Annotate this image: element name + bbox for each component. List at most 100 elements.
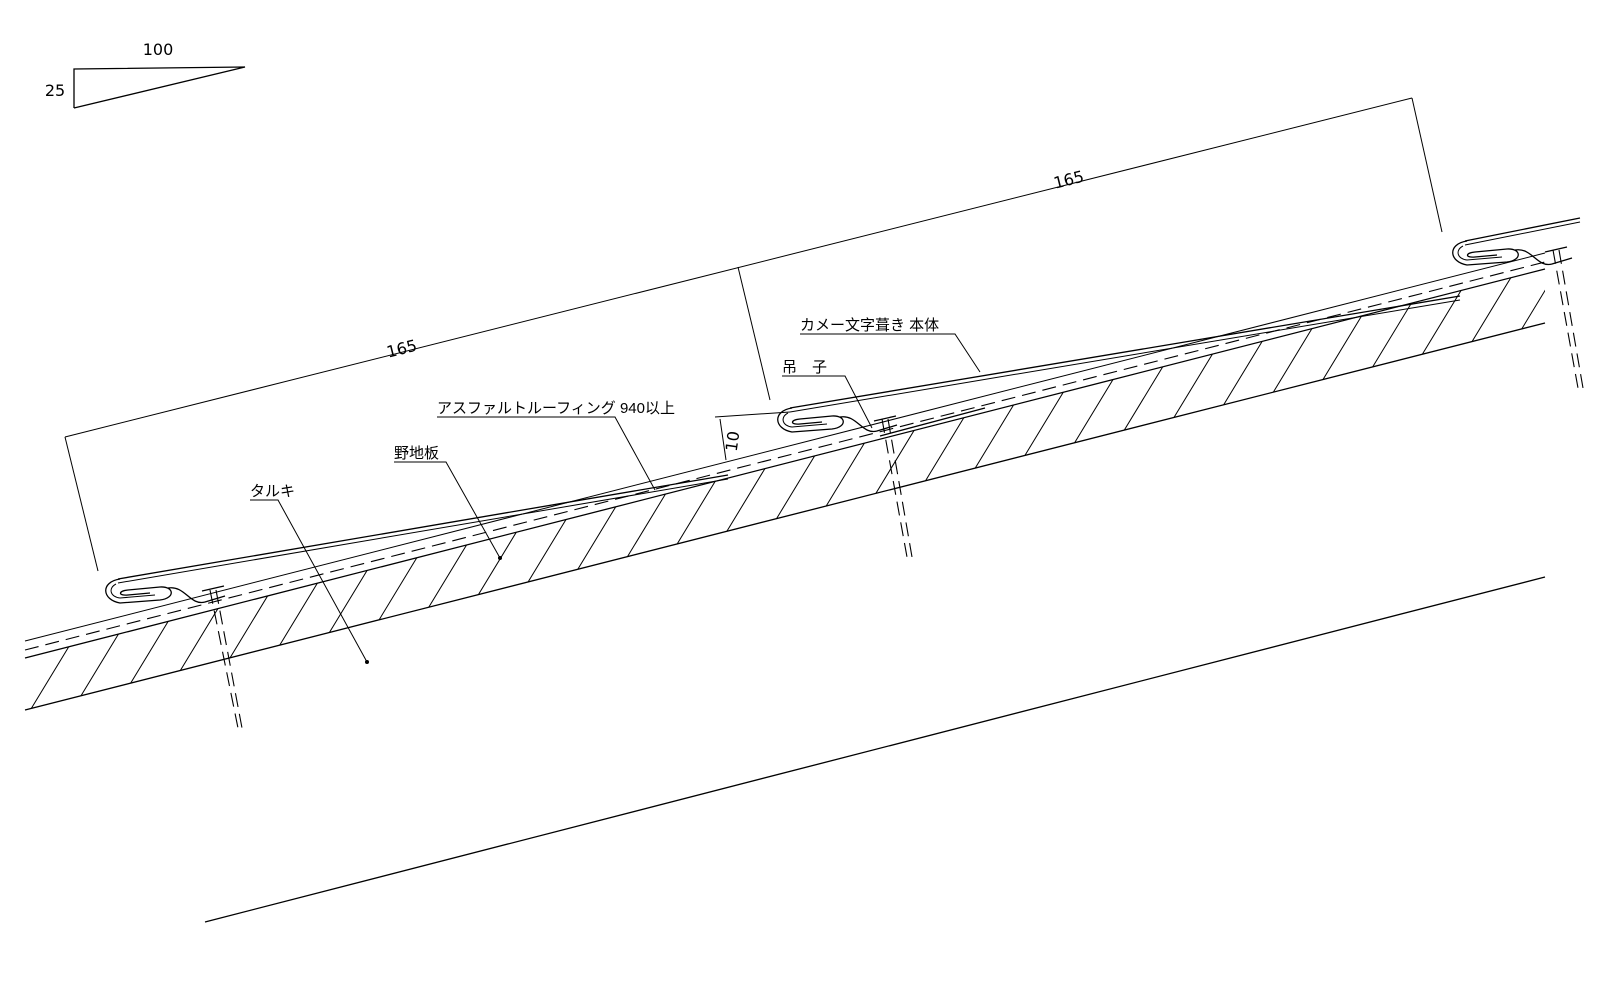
seam-hook <box>105 578 226 604</box>
panel-surface <box>117 474 729 580</box>
hatch-line <box>1217 269 1545 710</box>
hatch-line <box>545 269 887 710</box>
sheathing-leader <box>394 461 501 559</box>
pitch-left-label: 165 <box>385 336 419 362</box>
label-main-body: カメー文字葺き 本体 <box>800 317 981 373</box>
hatch-line <box>1554 200 1600 760</box>
panel-surface-inner <box>117 478 729 584</box>
rafter-label: タルキ <box>250 483 295 500</box>
hatch-line <box>713 269 1055 710</box>
hatch-line <box>755 269 1097 710</box>
nail-shaft <box>887 418 913 558</box>
hatch-line <box>209 269 551 710</box>
nail-right <box>1544 246 1584 389</box>
hatch-line <box>1469 269 1545 710</box>
dimension-lap: 10 <box>714 411 791 461</box>
lap-extension <box>714 411 791 418</box>
seam-hook <box>1452 240 1573 266</box>
sheathing-label: 野地板 <box>394 444 439 462</box>
slope-triangle <box>73 66 246 109</box>
hatch-line <box>83 269 425 710</box>
clip-leader <box>782 375 873 429</box>
sheathing-board <box>24 200 1600 760</box>
hatch-line <box>587 269 929 710</box>
slope-run-label: 100 <box>143 40 174 59</box>
hatch-line <box>251 269 593 710</box>
hatch-line <box>41 269 383 710</box>
roof-panel-middle <box>789 295 1461 437</box>
clip-label: 吊 子 <box>782 359 827 376</box>
rafter-leader <box>250 499 368 663</box>
seam-left <box>105 578 226 604</box>
label-roofing: アスファルトルーフィング 940以上 <box>437 400 675 491</box>
rafter-line <box>204 576 1546 923</box>
hatch-line <box>1091 269 1433 710</box>
roofing-underlay-top <box>24 252 1546 642</box>
hatch-line <box>1301 269 1545 710</box>
roof-panel-left <box>117 474 729 584</box>
extension-line-right <box>1411 97 1443 233</box>
hatch-line <box>461 269 803 710</box>
sheathing-leader-dot <box>498 556 502 560</box>
hatch-line <box>293 269 635 710</box>
nail-middle <box>873 415 913 558</box>
hatch-line <box>1007 269 1349 710</box>
hatch-line <box>167 269 509 710</box>
hatch-line <box>419 269 761 710</box>
hatch-line <box>881 269 1223 710</box>
lap-label: 10 <box>722 430 744 453</box>
nail-shaft <box>215 589 243 729</box>
roofing-label: アスファルトルーフィング 940以上 <box>437 400 675 417</box>
pitch-right-label: 165 <box>1052 167 1086 193</box>
hatch-line <box>1385 269 1545 710</box>
nail-head <box>201 585 225 592</box>
roofing-underlay-line <box>24 261 1546 651</box>
panel-surface <box>1464 217 1581 242</box>
hatch-line <box>1427 269 1545 710</box>
hatch-line <box>923 269 1265 710</box>
slope-indicator: 100 25 <box>45 40 246 109</box>
main-body-label: カメー文字葺き 本体 <box>800 317 939 334</box>
lap-dimension-line <box>719 418 727 461</box>
hatch-line <box>839 269 1181 710</box>
nail-head <box>873 415 897 422</box>
hatch-line <box>965 269 1307 710</box>
hatch-line <box>25 269 341 710</box>
label-rafter: タルキ <box>250 483 369 664</box>
slope-rise-label: 25 <box>45 81 65 100</box>
nail-left <box>201 585 243 729</box>
seam-middle <box>777 407 898 433</box>
roofing-leader <box>437 416 656 491</box>
label-clip: 吊 子 <box>782 359 873 429</box>
nail-head <box>1544 246 1568 253</box>
board-top-edge <box>24 268 1546 659</box>
seam-right <box>1452 240 1573 266</box>
rafter-leader-dot <box>365 660 369 664</box>
hatch-line <box>797 269 1139 710</box>
panel-surface-inner <box>1464 221 1581 246</box>
hatch-line <box>1511 269 1545 710</box>
seam-hook <box>777 407 898 433</box>
board-hatching <box>25 200 1600 760</box>
seam-hook-inner <box>110 583 156 599</box>
seam-hook-inner <box>782 412 828 428</box>
label-sheathing: 野地板 <box>394 444 502 560</box>
hatch-line <box>1343 269 1545 710</box>
hatch-line <box>629 269 971 710</box>
roof-panel-right <box>1464 217 1581 246</box>
nail-shaft <box>1558 249 1584 389</box>
extension-line-left <box>64 436 99 572</box>
panel-surface-inner <box>789 299 1461 413</box>
nail-shaft <box>209 589 239 729</box>
hatch-line <box>335 269 677 710</box>
hatch-line <box>1259 269 1545 710</box>
extension-line-middle <box>737 266 771 401</box>
hatch-line <box>1175 269 1517 710</box>
board-bottom-edge <box>24 322 1546 711</box>
hatch-line <box>1049 269 1391 710</box>
seam-hook-inner <box>1457 245 1503 261</box>
panel-surface <box>789 295 1461 409</box>
main-body-leader <box>800 333 981 373</box>
hatch-line <box>1596 200 1600 760</box>
